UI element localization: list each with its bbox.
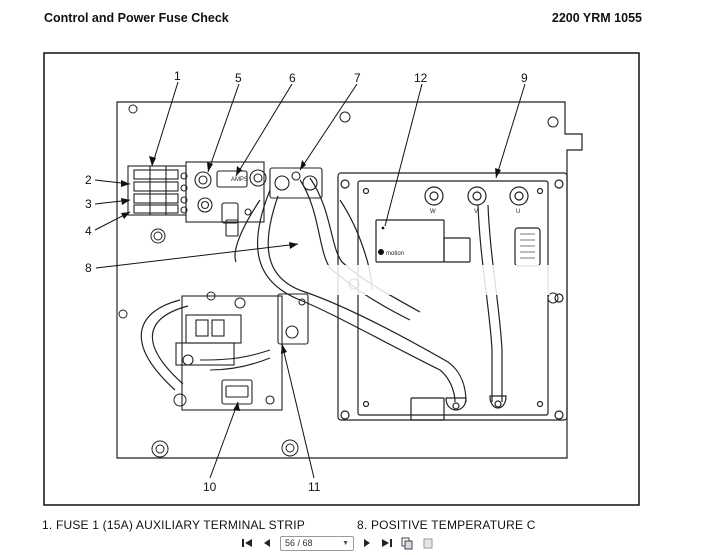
motor-controller bbox=[337, 172, 568, 421]
chassis-plate bbox=[116, 101, 583, 459]
callout-12-dot bbox=[381, 226, 385, 230]
callout-7: 7 bbox=[354, 71, 361, 85]
callout-12: 12 bbox=[414, 71, 428, 85]
brand-logo-icon bbox=[378, 249, 384, 255]
terminal-label-v: V bbox=[474, 209, 478, 215]
fuse-strip bbox=[127, 161, 323, 237]
callout-2: 2 bbox=[85, 173, 92, 187]
previous-page-icon[interactable] bbox=[260, 536, 274, 550]
page-indicator: 56 / 68 bbox=[285, 538, 313, 548]
first-page-icon[interactable] bbox=[240, 536, 254, 550]
callout-11: 11 bbox=[308, 480, 321, 494]
brand-label: motion bbox=[386, 251, 404, 257]
callout-6: 6 bbox=[289, 71, 296, 85]
next-page-icon[interactable] bbox=[360, 536, 374, 550]
callout-9: 9 bbox=[521, 71, 528, 85]
document-code: 2200 YRM 1055 bbox=[551, 11, 642, 25]
terminal-label-u: U bbox=[516, 209, 520, 215]
leader-lines bbox=[94, 81, 526, 479]
copy-page-icon[interactable] bbox=[400, 536, 414, 550]
cable-lugs bbox=[445, 395, 507, 411]
callout-4: 4 bbox=[85, 224, 92, 238]
leader-arrowheads bbox=[121, 156, 501, 411]
callout-8: 8 bbox=[85, 261, 92, 275]
page-title: Control and Power Fuse Check bbox=[44, 11, 229, 25]
legend-item-1: 1. FUSE 1 (15A) AUXILIARY TERMINAL STRIP bbox=[42, 518, 305, 532]
callout-5: 5 bbox=[235, 71, 242, 85]
page-selector[interactable]: 56 / 68 ▼ bbox=[280, 535, 354, 551]
terminal-label-w: W bbox=[430, 209, 436, 215]
figure-frame bbox=[43, 52, 640, 506]
lower-fuse-block bbox=[175, 293, 309, 411]
page-navigation-toolbar: 56 / 68 ▼ bbox=[240, 534, 434, 552]
chevron-down-icon: ▼ bbox=[342, 539, 349, 547]
fuse-label: AMPS bbox=[231, 177, 248, 183]
callout-3: 3 bbox=[85, 197, 92, 211]
callout-10: 10 bbox=[203, 480, 217, 494]
last-page-icon[interactable] bbox=[380, 536, 394, 550]
callout-1: 1 bbox=[174, 69, 181, 83]
single-page-icon[interactable] bbox=[420, 536, 434, 550]
legend-item-8: 8. POSITIVE TEMPERATURE C bbox=[357, 518, 536, 532]
